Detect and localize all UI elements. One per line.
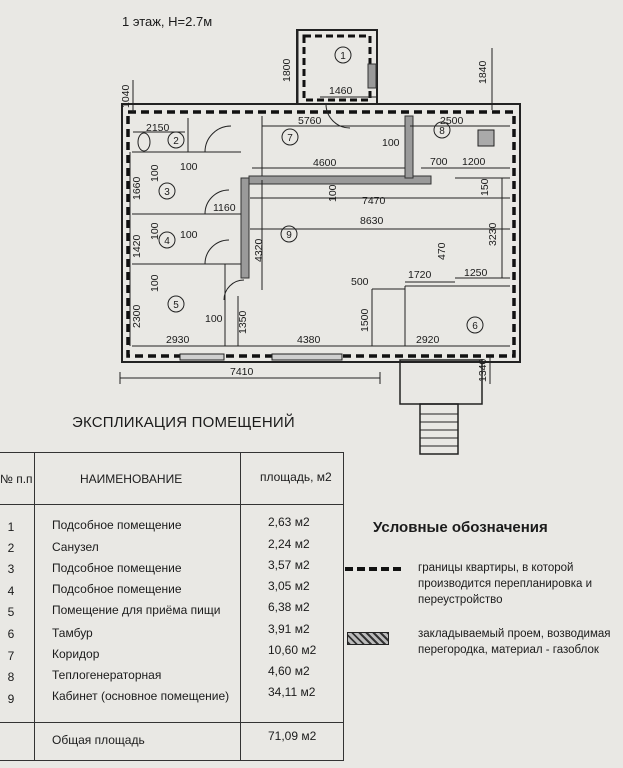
legend-title: Условные обозначения — [373, 519, 548, 536]
dim-2300: 2300 — [131, 304, 143, 328]
dim-1340: 1340 — [477, 358, 489, 382]
dim-4600: 4600 — [313, 157, 337, 169]
col-header-name: НАИМЕНОВАНИЕ — [80, 472, 183, 486]
room-number-8: 8 — [439, 126, 445, 137]
dim-2930: 2930 — [166, 334, 190, 346]
room-number-9: 9 — [286, 230, 292, 241]
room-number-2: 2 — [173, 136, 179, 147]
table-col-divider-2 — [240, 452, 241, 760]
total-area: 71,09 м2 — [268, 729, 317, 743]
explication-title: ЭКСПЛИКАЦИЯ ПОМЕЩЕНИЙ — [72, 414, 295, 431]
dim-700: 700 — [430, 156, 448, 168]
dim-100-top: 100 — [382, 137, 400, 149]
room-number-1: 1 — [340, 51, 346, 62]
dim-100-r5b: 100 — [205, 313, 223, 325]
dim-500: 500 — [351, 276, 369, 288]
dim-1040: 1040 — [120, 84, 132, 108]
floor-plan-drawing: 1800 1460 1840 1040 2150 5760 2500 100 7… — [119, 29, 521, 455]
room-number-4: 4 — [164, 236, 170, 247]
dim-1800: 1800 — [281, 58, 293, 82]
dim-2500: 2500 — [440, 115, 464, 127]
dim-8630: 8630 — [360, 215, 384, 227]
dim-1660: 1660 — [131, 176, 143, 200]
dim-1350: 1350 — [237, 310, 249, 334]
table-border-right — [343, 452, 344, 760]
legend-dashed-text: границы квартиры, в которой производится… — [418, 562, 593, 606]
dim-4320: 4320 — [253, 238, 265, 262]
room-number-7: 7 — [287, 133, 293, 144]
dim-100-r5: 100 — [149, 274, 161, 292]
table-col-divider-1 — [34, 452, 35, 760]
table-border-top — [0, 452, 344, 453]
dim-100-r4: 100 — [149, 222, 161, 240]
dim-7470: 7470 — [362, 195, 386, 207]
room-number-5: 5 — [173, 300, 179, 311]
dim-4380: 4380 — [297, 334, 321, 346]
dim-1200: 1200 — [462, 156, 486, 168]
dim-1160: 1160 — [213, 202, 236, 214]
total-label: Общая площадь — [52, 733, 145, 747]
dim-2150: 2150 — [146, 122, 170, 134]
col-header-num: № п.п — [0, 472, 33, 486]
dim-100-r3: 100 — [149, 164, 161, 182]
floor-title: 1 этаж, Н=2.7м — [122, 14, 213, 29]
dim-2920: 2920 — [416, 334, 440, 346]
dim-1250: 1250 — [464, 267, 488, 279]
dim-5760: 5760 — [298, 115, 322, 127]
dim-1720: 1720 — [408, 269, 432, 281]
col-header-area: площадь, м2 — [260, 470, 332, 484]
dim-3230: 3230 — [487, 222, 499, 246]
dim-1460: 1460 — [329, 85, 353, 97]
dim-1840: 1840 — [477, 60, 489, 84]
dashed-line-symbol — [345, 567, 401, 571]
room-number-6: 6 — [472, 321, 478, 332]
dim-470: 470 — [436, 242, 448, 260]
dim-150: 150 — [479, 178, 491, 196]
dim-100-r3b: 100 — [180, 161, 198, 173]
hatch-symbol — [347, 632, 389, 645]
dim-100-r4b: 100 — [180, 229, 198, 241]
dim-7410: 7410 — [230, 366, 254, 378]
legend-hatch-text: закладываемый проем, возводимая перегоро… — [418, 628, 611, 656]
dim-1500: 1500 — [359, 308, 371, 332]
table-header-divider — [0, 504, 344, 505]
table-total-divider — [0, 722, 344, 723]
room-number-3: 3 — [164, 187, 170, 198]
dim-100-mid: 100 — [327, 184, 339, 202]
dim-1420: 1420 — [131, 234, 143, 258]
table-border-bottom — [0, 760, 344, 761]
